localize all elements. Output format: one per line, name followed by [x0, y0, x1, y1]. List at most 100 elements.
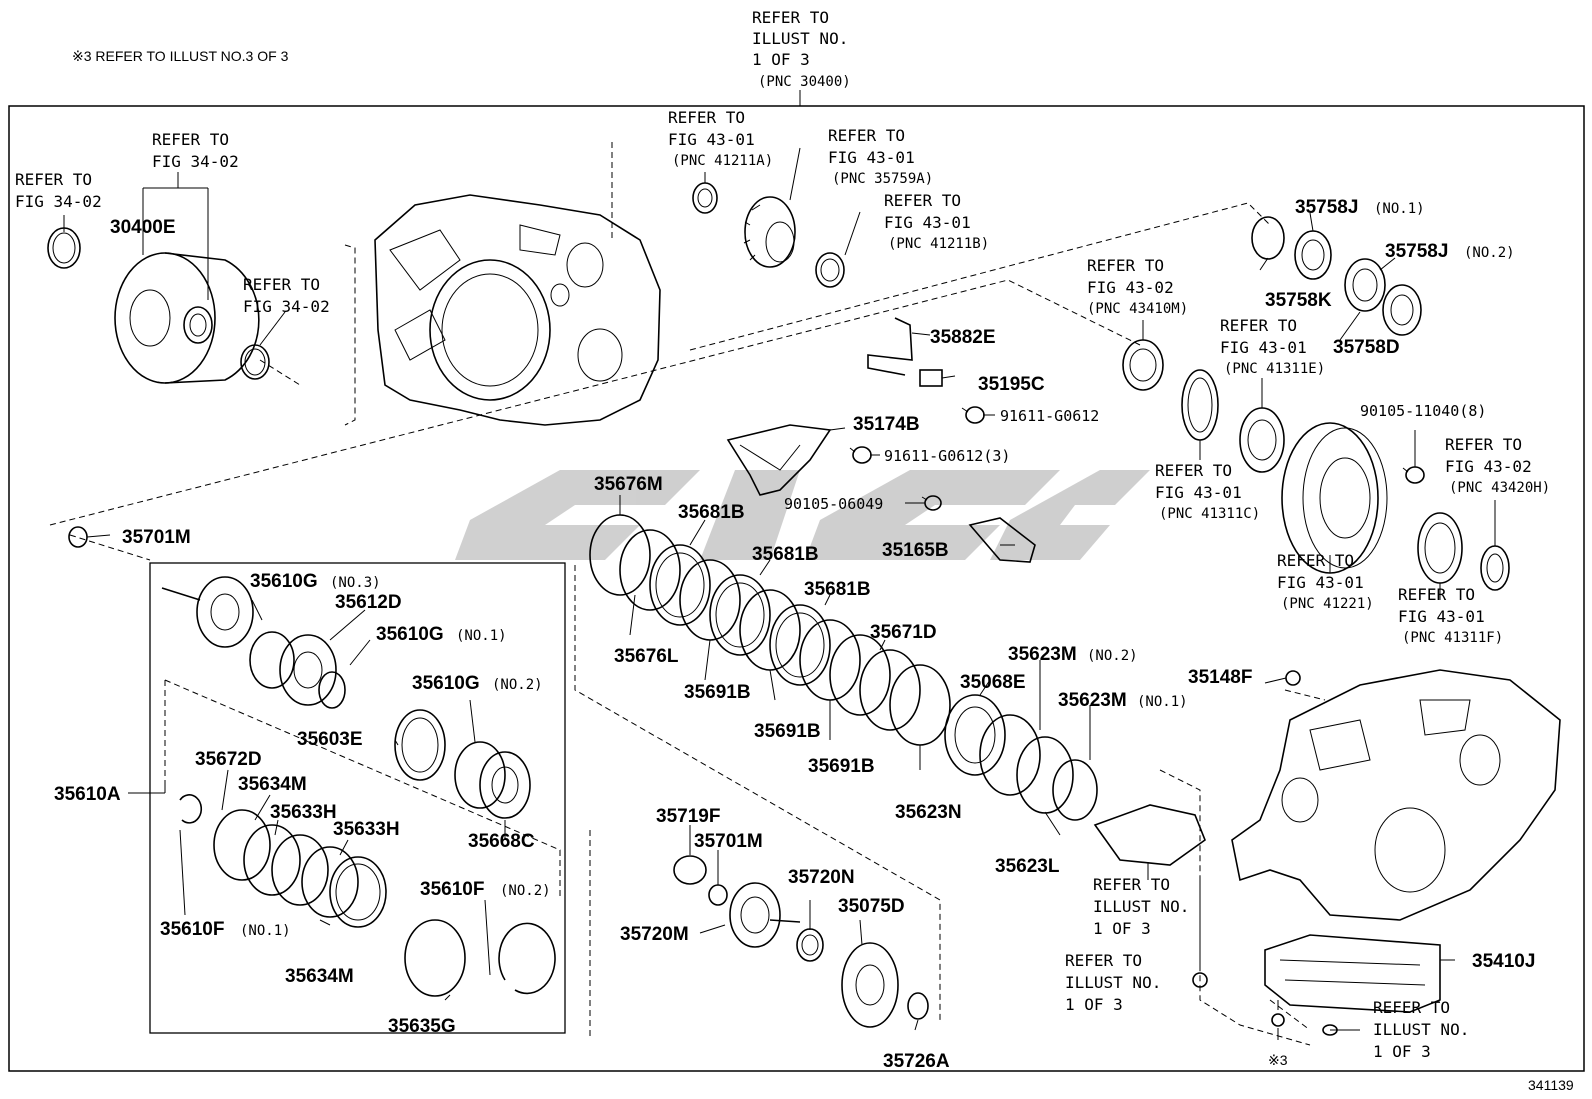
- svg-text:1 OF 3: 1 OF 3: [1373, 1042, 1431, 1061]
- label-35623N: 35623N: [895, 802, 962, 823]
- clutch-plates-35634M-35633H: [213, 809, 387, 928]
- svg-text:REFER TO: REFER TO: [1087, 256, 1164, 275]
- label-30400E: 30400E: [110, 217, 176, 238]
- svg-text:REFER TO: REFER TO: [752, 8, 829, 27]
- label-35671D: 35671D: [870, 622, 937, 643]
- seal-ring-left: [47, 227, 81, 269]
- svg-text:(PNC 35759A): (PNC 35759A): [832, 171, 933, 187]
- oil-seal-41211B: [815, 252, 845, 288]
- figure-number: 341139: [1528, 1077, 1574, 1093]
- label-35681B-a: 35681B: [678, 502, 745, 523]
- bearing-35758J-set: [1251, 216, 1422, 336]
- svg-text:(NO.1): (NO.1): [1137, 694, 1188, 710]
- svg-text:REFER TO: REFER TO: [1065, 951, 1142, 970]
- bolt-icon-90105-11040: [1402, 466, 1425, 484]
- svg-text:REFER TO: REFER TO: [1093, 875, 1170, 894]
- label-35195C: 35195C: [978, 374, 1045, 395]
- bolt-icon-91611b: [849, 446, 872, 464]
- ref-illust-oring: REFER TO ILLUST NO. 1 OF 3: [1373, 998, 1469, 1061]
- svg-text:(NO.2): (NO.2): [500, 883, 551, 899]
- bearing-43410M: [1122, 339, 1164, 391]
- label-35681B-c: 35681B: [804, 579, 871, 600]
- svg-text:FIG 43-02: FIG 43-02: [1445, 457, 1532, 476]
- gear-35720M: [729, 882, 801, 948]
- svg-text:(PNC 30400): (PNC 30400): [758, 74, 851, 90]
- top-ref-illust: REFER TO ILLUST NO. 1 OF 3 (PNC 30400): [752, 8, 851, 90]
- label-35676L: 35676L: [614, 646, 679, 667]
- label-35410J: 35410J: [1472, 951, 1535, 972]
- ref-fig-34-02-right: REFER TO FIG 34-02: [243, 275, 330, 316]
- svg-text:FIG 43-01: FIG 43-01: [828, 148, 915, 167]
- oil-pipe-35882E: [867, 317, 913, 376]
- svg-text:(PNC 41211A): (PNC 41211A): [672, 153, 773, 169]
- label-35612D: 35612D: [335, 592, 402, 613]
- header-note: ※3 REFER TO ILLUST NO.3 OF 3: [72, 48, 289, 64]
- label-35676M: 35676M: [594, 474, 663, 495]
- label-35610G-no1: 35610G: [376, 624, 444, 645]
- label-35623M-no2: 35623M: [1008, 644, 1077, 665]
- svg-text:FIG 43-01: FIG 43-01: [1277, 573, 1364, 592]
- svg-text:(NO.1): (NO.1): [1374, 201, 1425, 217]
- seal-41311E: [1181, 369, 1219, 441]
- svg-text:1 OF 3: 1 OF 3: [1093, 919, 1151, 938]
- label-35758J-no1: 35758J: [1295, 197, 1358, 218]
- label-35148F: 35148F: [1188, 667, 1252, 688]
- label-35610F-no2: 35610F: [420, 879, 484, 900]
- gear-35719F: [673, 855, 707, 885]
- part-labels: 30400E 35758J (NO.1) 35758J (NO.2) 35758…: [54, 197, 1535, 1072]
- svg-text:(NO.2): (NO.2): [1464, 245, 1515, 261]
- label-35758K: 35758K: [1265, 290, 1332, 311]
- svg-text:REFER TO: REFER TO: [243, 275, 320, 294]
- ref-illust-bolt: REFER TO ILLUST NO. 1 OF 3: [1065, 951, 1161, 1014]
- label-35720M: 35720M: [620, 924, 689, 945]
- bearing-43420H: [1480, 545, 1510, 591]
- label-35634M-a: 35634M: [238, 774, 307, 795]
- label-35691B-b: 35691B: [754, 721, 821, 742]
- bearing-41311C: [1239, 407, 1285, 473]
- label-35701M-b: 35701M: [694, 831, 763, 852]
- label-91611-G0612-3: 91611-G0612(3): [884, 447, 1010, 465]
- leader-lines: [63, 147, 1496, 1040]
- ref-fig-34-02-left: REFER TO FIG 34-02: [15, 170, 102, 211]
- svg-text:ILLUST NO.: ILLUST NO.: [1065, 973, 1161, 992]
- svg-text:FIG 43-01: FIG 43-01: [884, 213, 971, 232]
- label-35691B-c: 35691B: [808, 756, 875, 777]
- bearing-35720N: [796, 928, 824, 962]
- label-35691B-a: 35691B: [684, 682, 751, 703]
- bolt-icon-91611a: [961, 406, 985, 424]
- svg-text:REFER TO: REFER TO: [152, 130, 229, 149]
- plate-35165B: [968, 517, 1036, 563]
- ref-pnc-43410m: REFER TO FIG 43-02 (PNC 43410M): [1087, 256, 1188, 317]
- svg-text:FIG 43-01: FIG 43-01: [1220, 338, 1307, 357]
- svg-text:1 OF 3: 1 OF 3: [752, 50, 810, 69]
- label-35758J-no2: 35758J: [1385, 241, 1448, 262]
- label-35610F-no1: 35610F: [160, 919, 224, 940]
- baffle-plate-35174B: [726, 424, 832, 496]
- svg-text:REFER TO: REFER TO: [1398, 585, 1475, 604]
- svg-text:(PNC 41311F): (PNC 41311F): [1402, 630, 1503, 646]
- label-35672D: 35672D: [195, 749, 262, 770]
- svg-text:REFER TO: REFER TO: [668, 108, 745, 127]
- svg-text:1 OF 3: 1 OF 3: [1065, 995, 1123, 1014]
- label-35610A: 35610A: [54, 784, 121, 805]
- svg-text:(PNC 43420H): (PNC 43420H): [1449, 480, 1550, 496]
- svg-text:REFER TO: REFER TO: [1220, 316, 1297, 335]
- svg-text:FIG 43-02: FIG 43-02: [1087, 278, 1174, 297]
- label-35726A: 35726A: [883, 1051, 950, 1072]
- transaxle-case: [1231, 669, 1561, 921]
- label-35068E: 35068E: [960, 672, 1026, 693]
- svg-text:ILLUST NO.: ILLUST NO.: [1373, 1020, 1469, 1039]
- svg-text:REFER TO: REFER TO: [828, 126, 905, 145]
- svg-text:(NO.2): (NO.2): [1087, 648, 1138, 664]
- ref-pnc-41211a: REFER TO FIG 43-01 (PNC 41211A): [668, 108, 773, 169]
- ref-pnc-35759a: REFER TO FIG 43-01 (PNC 35759A): [828, 126, 933, 187]
- svg-text:FIG 43-01: FIG 43-01: [1155, 483, 1242, 502]
- gear-35075D: [841, 942, 899, 1028]
- label-91611-G0612: 91611-G0612: [1000, 407, 1099, 425]
- label-35623M-no1: 35623M: [1058, 690, 1127, 711]
- svg-text:FIG 43-01: FIG 43-01: [668, 130, 755, 149]
- input-shaft-drum: [161, 576, 254, 648]
- label-35701M-a: 35701M: [122, 527, 191, 548]
- washer-35726A: [907, 992, 929, 1020]
